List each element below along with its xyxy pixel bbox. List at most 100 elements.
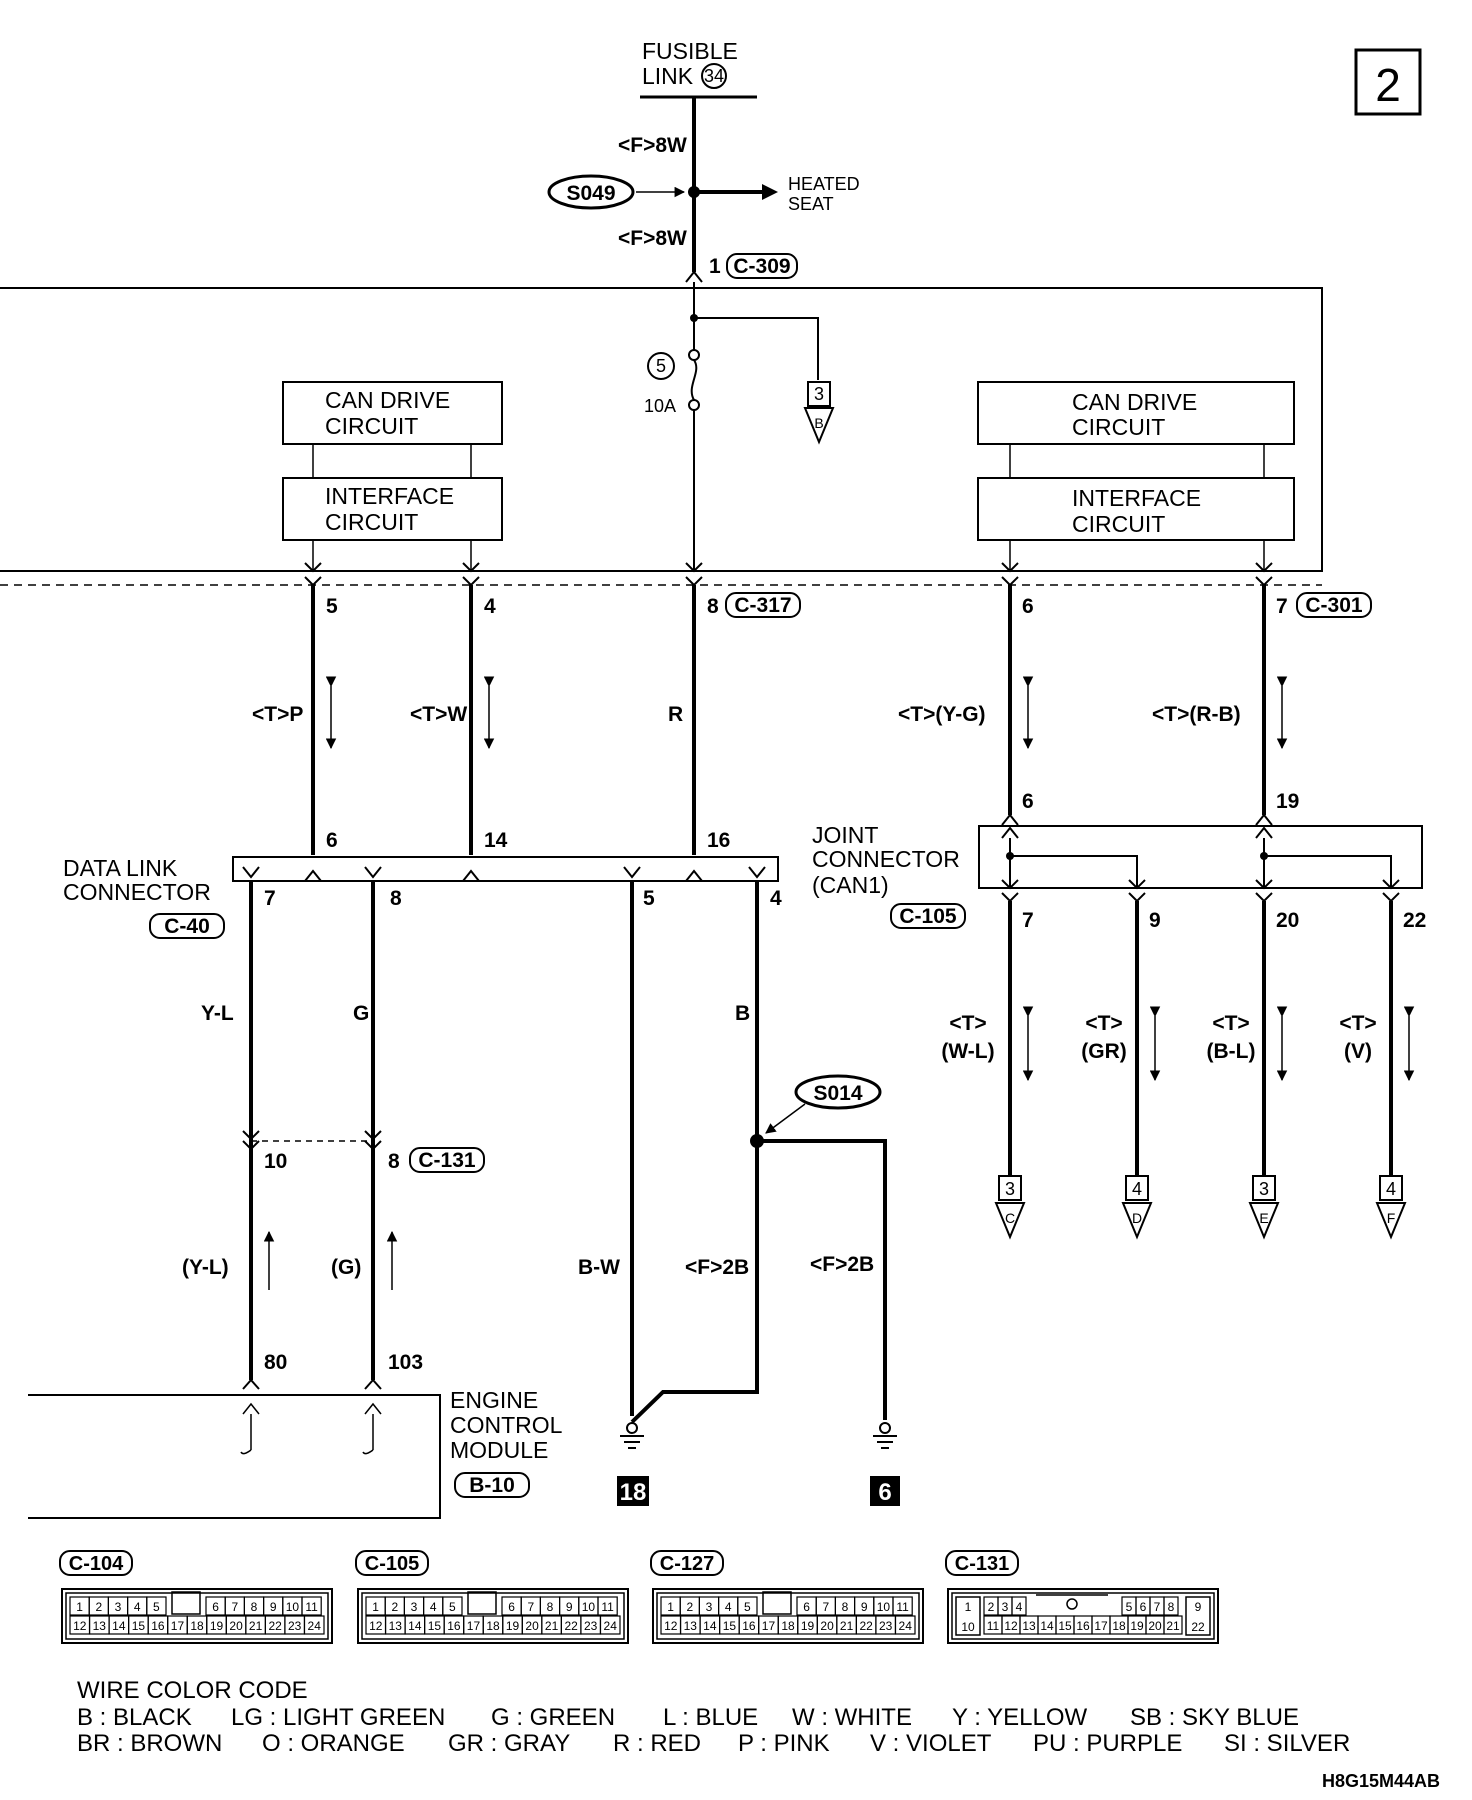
connector-pin: 13 xyxy=(1022,1619,1036,1633)
connector-pin: 4 xyxy=(134,1600,141,1614)
splice-s014: S014 xyxy=(750,1074,882,1148)
svg-text:S014: S014 xyxy=(813,1082,862,1105)
svg-text:<T>: <T> xyxy=(949,1012,986,1035)
connector-pin: 6 xyxy=(212,1600,219,1614)
connector-pin: 1 xyxy=(76,1600,83,1614)
svg-text:<T>: <T> xyxy=(1339,1012,1376,1035)
svg-text:B : BLACK: B : BLACK xyxy=(77,1704,192,1731)
fusible-link-34: FUSIBLE LINK 34 xyxy=(640,38,757,99)
svg-text:E: E xyxy=(1259,1210,1268,1226)
svg-text:Y : YELLOW: Y : YELLOW xyxy=(952,1704,1088,1731)
connector-pin: 13 xyxy=(389,1619,403,1633)
connector-pin: 6 xyxy=(1140,1600,1147,1614)
connector-c317: C-317 xyxy=(725,592,801,618)
connector-pin: 18 xyxy=(190,1619,204,1633)
svg-text:<T>: <T> xyxy=(1212,1012,1249,1035)
ground-18: 18 xyxy=(617,1422,649,1506)
svg-text:DATA LINK: DATA LINK xyxy=(63,855,178,881)
svg-text:<F>2B: <F>2B xyxy=(685,1256,749,1279)
wire-label-trb: <T>(R-B) xyxy=(1152,703,1241,726)
connector-pin: 17 xyxy=(762,1619,776,1633)
ecm-wires xyxy=(249,881,375,1380)
svg-text:4: 4 xyxy=(1386,1179,1396,1199)
wire-label-tp: <T>P xyxy=(252,703,303,726)
connector-pin: 21 xyxy=(1166,1619,1180,1633)
connector-pin: 7 xyxy=(527,1600,534,1614)
connector-pin: 8 xyxy=(547,1600,554,1614)
connector-pin: 24 xyxy=(308,1619,322,1633)
connector-pin: 5 xyxy=(449,1600,456,1614)
connector-pin: 23 xyxy=(288,1619,302,1633)
legend-title: WIRE COLOR CODE xyxy=(77,1677,308,1704)
svg-text:C-317: C-317 xyxy=(734,594,791,617)
svg-text:PU : PURPLE: PU : PURPLE xyxy=(1033,1730,1182,1757)
pin-5: 5 xyxy=(326,595,338,618)
svg-text:G: G xyxy=(353,1002,369,1025)
svg-text:INTERFACE: INTERFACE xyxy=(325,483,454,509)
page-number: 2 xyxy=(1375,59,1401,111)
svg-text:B: B xyxy=(814,415,823,431)
connector-pin: 19 xyxy=(210,1619,224,1633)
fuse-rating: 10A xyxy=(644,396,676,416)
right-can-drive-block: CAN DRIVE CIRCUIT INTERFACE CIRCUIT xyxy=(977,381,1295,571)
svg-text:CIRCUIT: CIRCUIT xyxy=(1072,511,1165,537)
wire-label-tyg: <T>(Y-G) xyxy=(898,703,986,726)
svg-text:CIRCUIT: CIRCUIT xyxy=(325,413,418,439)
fusible-label: FUSIBLE xyxy=(642,38,738,64)
connector-pin: 9 xyxy=(1195,1600,1202,1614)
connector-pin: 16 xyxy=(447,1619,461,1633)
connector-pin: 21 xyxy=(249,1619,263,1633)
svg-text:10: 10 xyxy=(264,1150,287,1173)
wire-label-f8w-1: <F>8W xyxy=(618,134,687,157)
connector-pin: 9 xyxy=(861,1600,868,1614)
svg-text:(Y-L): (Y-L) xyxy=(182,1256,229,1279)
wire-label-f8w-2: <F>8W xyxy=(618,227,687,250)
connector-pin: 20 xyxy=(820,1619,834,1633)
svg-text:D: D xyxy=(1132,1210,1142,1226)
svg-text:6: 6 xyxy=(1022,790,1034,813)
connector-pin: 12 xyxy=(73,1619,87,1633)
connector-pin: 3 xyxy=(115,1600,122,1614)
connector-pin: 11 xyxy=(987,1619,1000,1633)
svg-text:22: 22 xyxy=(1403,909,1426,932)
connector-pin: 22 xyxy=(268,1619,282,1633)
connector-pin: 11 xyxy=(601,1600,614,1614)
connector-pin: 15 xyxy=(428,1619,442,1633)
svg-text:C-301: C-301 xyxy=(1305,594,1363,617)
connector-pin: 16 xyxy=(1076,1619,1090,1633)
connector-pin: 3 xyxy=(411,1600,418,1614)
page-number-box: 2 xyxy=(1354,48,1422,116)
c131-label: C-131 xyxy=(418,1149,476,1172)
connector-pin: 22 xyxy=(1191,1620,1205,1634)
connector-pin: 18 xyxy=(486,1619,500,1633)
engine-control-module: ENGINE CONTROL MODULE B-10 xyxy=(28,1378,563,1519)
svg-text:4: 4 xyxy=(770,887,782,910)
svg-text:CAN DRIVE: CAN DRIVE xyxy=(325,387,450,413)
connector-pin: 4 xyxy=(725,1600,732,1614)
svg-text:BR : BROWN: BR : BROWN xyxy=(77,1730,222,1757)
connector-pin: 9 xyxy=(270,1600,277,1614)
svg-text:CIRCUIT: CIRCUIT xyxy=(325,509,418,535)
svg-text:CONNECTOR: CONNECTOR xyxy=(812,846,960,872)
ground-18-label: 18 xyxy=(620,1479,647,1506)
link-label: LINK xyxy=(642,63,694,89)
svg-text:CONTROL: CONTROL xyxy=(450,1412,563,1438)
connector-pin: 16 xyxy=(151,1619,165,1633)
svg-text:CONNECTOR: CONNECTOR xyxy=(63,879,211,905)
offpage-3-e: 3 E xyxy=(1248,1175,1280,1240)
heated-seat-line1: HEATED xyxy=(788,174,860,194)
svg-text:3: 3 xyxy=(1259,1179,1269,1199)
svg-text:7: 7 xyxy=(1022,909,1034,932)
module-outline xyxy=(0,287,1323,572)
connector-pin: 14 xyxy=(1040,1619,1054,1633)
svg-text:G : GREEN: G : GREEN xyxy=(491,1704,615,1731)
svg-text:(GR): (GR) xyxy=(1081,1040,1127,1063)
connector-pin: 5 xyxy=(153,1600,160,1614)
connector-c131-inline: 10 8 C-131 xyxy=(242,1130,485,1173)
svg-text:B-W: B-W xyxy=(578,1256,620,1279)
svg-text:JOINT: JOINT xyxy=(812,822,878,848)
wire-label-tw: <T>W xyxy=(410,703,467,726)
